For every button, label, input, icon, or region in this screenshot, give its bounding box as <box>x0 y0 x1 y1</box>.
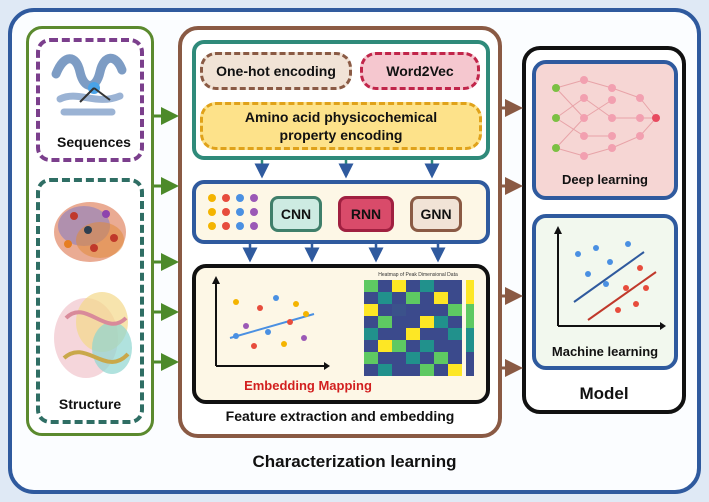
deep-learning-label: Deep learning <box>562 172 648 187</box>
heatmap-image <box>364 280 474 376</box>
input-arrows <box>154 107 179 371</box>
rnn-box: RNN <box>338 196 394 232</box>
embedding-mapping-label: Embedding Mapping <box>244 378 372 393</box>
cnn-box: CNN <box>270 196 322 232</box>
feature-dots-icon <box>208 194 258 230</box>
machine-learning-plot <box>554 226 666 330</box>
gnn-box: GNN <box>410 196 462 232</box>
one-hot-encoding-pill: One-hot encoding <box>200 52 352 90</box>
physicochemical-encoding-pill: Amino acid physicochemical property enco… <box>200 102 482 150</box>
encoding-arrows <box>254 160 440 179</box>
heatmap-title: Heatmap of Peak Dimensional Data <box>378 272 458 278</box>
neural-network-icon <box>552 76 660 160</box>
machine-learning-label: Machine learning <box>551 344 659 359</box>
characterization-learning-title: Characterization learning <box>252 452 457 471</box>
word2vec-pill: Word2Vec <box>360 52 480 90</box>
sequences-label: Sequences <box>57 134 131 150</box>
molecule-structure-image <box>54 202 126 262</box>
protein-helix-icon <box>51 53 127 116</box>
protein-ribbon-image <box>54 292 132 378</box>
network-arrows <box>242 244 446 263</box>
model-title: Model <box>579 384 629 403</box>
output-arrows <box>502 99 523 377</box>
deep-learning-box <box>532 60 678 200</box>
structure-label: Structure <box>58 396 122 412</box>
machine-learning-box <box>532 214 678 370</box>
embedding-scatter-plot <box>212 276 330 370</box>
feature-extraction-title: Feature extraction and embedding <box>225 408 455 424</box>
